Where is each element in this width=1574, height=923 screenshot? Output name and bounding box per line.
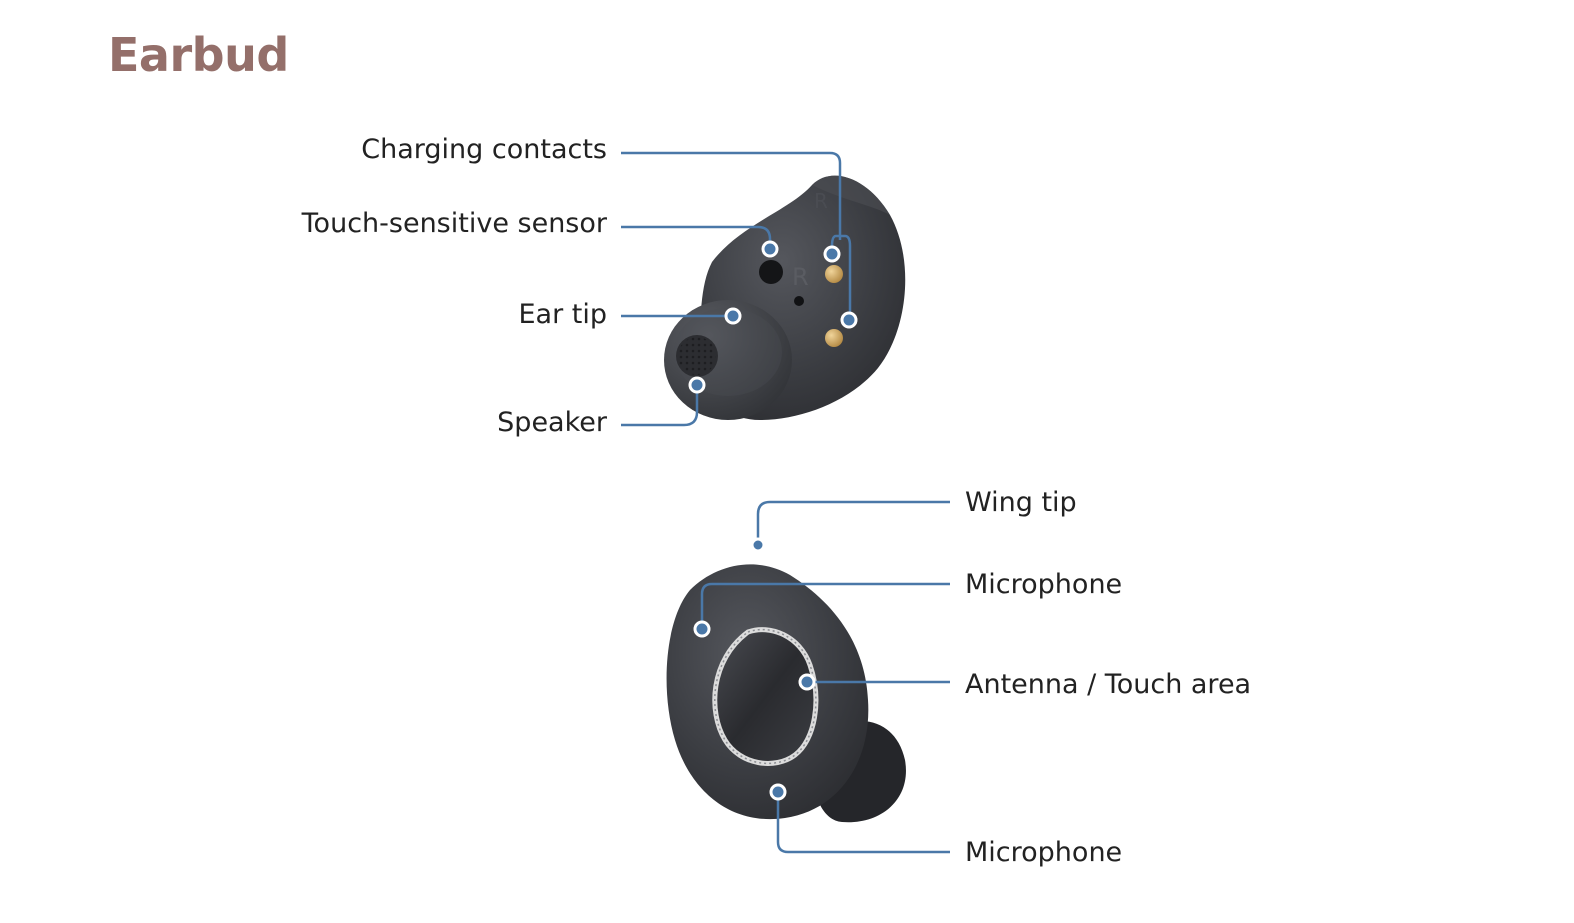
- small-hole: [794, 296, 804, 306]
- microphone-top-leader: [700, 582, 950, 628]
- label-charging-contacts: Charging contacts: [361, 134, 607, 165]
- charging-contacts-leader: [621, 151, 842, 240]
- label-microphone-top: Microphone: [965, 569, 1123, 600]
- speaker-dot: [688, 376, 706, 394]
- inner-leader-dots: [688, 240, 858, 394]
- earbud-inner-view: R R: [664, 175, 906, 420]
- speaker-leader: [621, 385, 699, 427]
- wing-tip-leader: [756, 500, 950, 545]
- charging-contact-bottom: [825, 329, 843, 347]
- label-ear-tip: Ear tip: [518, 299, 607, 330]
- charging-contact-top: [825, 265, 843, 283]
- charging-contacts-leader-2: [840, 234, 852, 320]
- label-touch-sensor: Touch-sensitive sensor: [301, 208, 607, 239]
- r-imprint-top: R: [814, 189, 828, 213]
- label-wing-tip: Wing tip: [965, 487, 1077, 518]
- microphone-bottom-leader: [776, 792, 950, 854]
- microphone-bottom-dot: [769, 783, 787, 801]
- touch-sensor-dot: [761, 240, 779, 258]
- charging-contact-dot-a: [823, 245, 841, 263]
- earbud-outer-view: [666, 564, 906, 823]
- touch-sensor-leader: [621, 225, 772, 249]
- outer-leader-lines: [700, 500, 950, 854]
- label-antenna-touch: Antenna / Touch area: [965, 669, 1252, 700]
- microphone-top-dot: [693, 620, 711, 638]
- label-microphone-bottom: Microphone: [965, 837, 1123, 868]
- wing-tip-dot: [750, 537, 766, 553]
- r-imprint: R: [792, 263, 809, 291]
- antenna-touch-dot: [798, 673, 816, 691]
- charging-contact-dot-b: [840, 311, 858, 329]
- inner-leader-lines: [621, 151, 852, 427]
- page-title: Earbud: [108, 28, 289, 82]
- touch-pad: [712, 627, 819, 766]
- touch-sensor-hole: [759, 260, 783, 284]
- outer-leader-dots: [693, 537, 816, 801]
- label-speaker: Speaker: [497, 407, 607, 438]
- ear-tip-dot: [724, 307, 742, 325]
